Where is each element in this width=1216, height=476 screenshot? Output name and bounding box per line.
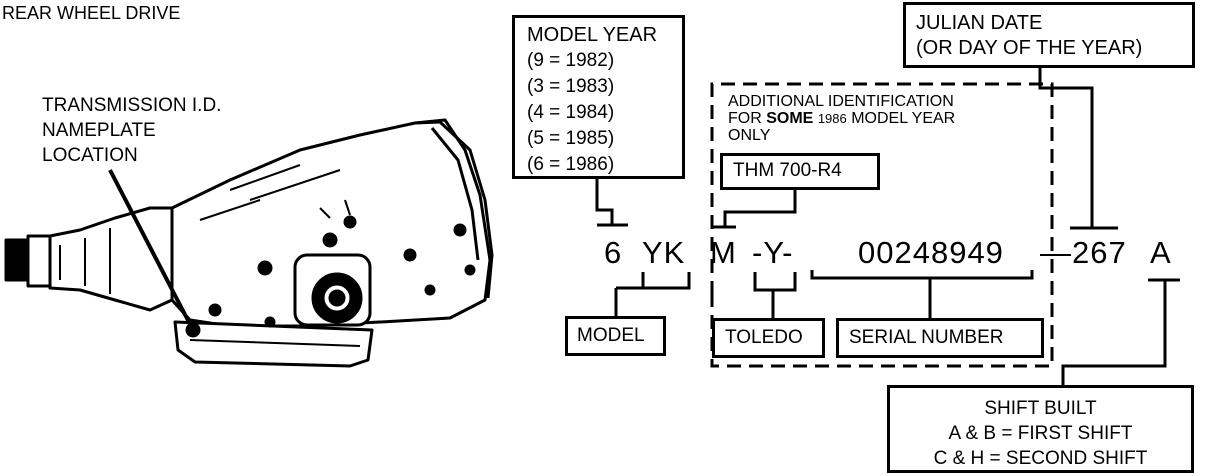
shift-built-box: SHIFT BUILT A & B = FIRST SHIFT C & H = … bbox=[887, 385, 1194, 473]
nameplate-label-line-3: LOCATION bbox=[42, 145, 138, 166]
serial-number-label: SERIAL NUMBER bbox=[849, 327, 1004, 348]
toledo-label: TOLEDO bbox=[725, 327, 803, 348]
transmission-illustration bbox=[4, 118, 494, 368]
toledo-box: TOLEDO bbox=[712, 318, 825, 358]
connector-lines bbox=[595, 68, 1180, 385]
code-julian: —267 bbox=[1040, 235, 1127, 270]
additional-id-note: ADDITIONAL IDENTIFICATION FOR SOME 1986 … bbox=[728, 93, 955, 144]
serial-number-box: SERIAL NUMBER bbox=[836, 318, 1044, 358]
code-plant: -Y- bbox=[752, 235, 794, 270]
additional-id-year: 1986 bbox=[817, 111, 847, 126]
thm-label: THM 700-R4 bbox=[733, 160, 842, 181]
additional-id-line-1: ADDITIONAL IDENTIFICATION bbox=[728, 93, 954, 110]
julian-date-line-1: JULIAN DATE bbox=[916, 12, 1043, 34]
additional-id-for: FOR bbox=[728, 110, 762, 127]
code-plant-letter: M bbox=[710, 235, 737, 270]
model-year-entry: (9 = 1982) bbox=[527, 50, 615, 71]
code-year-digit: 6 bbox=[604, 235, 623, 270]
code-serial: 00248949 bbox=[858, 235, 1004, 270]
shift-built-title: SHIFT BUILT bbox=[984, 398, 1097, 419]
model-label: MODEL bbox=[577, 325, 645, 346]
code-model: YK bbox=[642, 235, 686, 270]
additional-id-some: SOME bbox=[766, 110, 814, 127]
shift-built-line-2: C & H = SECOND SHIFT bbox=[933, 448, 1148, 469]
shift-built-line-1: A & B = FIRST SHIFT bbox=[948, 423, 1133, 444]
nameplate-label-line-1: TRANSMISSION I.D. bbox=[42, 95, 222, 116]
additional-id-line-2: FOR SOME 1986 MODEL YEAR bbox=[728, 110, 955, 127]
model-year-entry: (5 = 1985) bbox=[527, 128, 615, 149]
model-year-box: MODEL YEAR (9 = 1982) (3 = 1983) (4 = 19… bbox=[512, 15, 685, 179]
model-box: MODEL bbox=[565, 316, 666, 356]
julian-date-line-2: (OR DAY OF THE YEAR) bbox=[916, 37, 1143, 59]
model-year-entry: (6 = 1986) bbox=[527, 154, 615, 175]
additional-id-line-3: ONLY bbox=[728, 127, 771, 144]
model-year-entry: (3 = 1983) bbox=[527, 76, 615, 97]
additional-id-model-year: MODEL YEAR bbox=[851, 110, 956, 127]
julian-date-box: JULIAN DATE (OR DAY OF THE YEAR) bbox=[903, 2, 1195, 68]
model-year-title: MODEL YEAR bbox=[527, 24, 658, 46]
code-shift: A bbox=[1150, 235, 1172, 270]
diagram-heading: REAR WHEEL DRIVE bbox=[2, 3, 181, 23]
nameplate-location-label: TRANSMISSION I.D. NAMEPLATE LOCATION bbox=[42, 93, 221, 168]
thm-box: THM 700-R4 bbox=[720, 153, 880, 190]
model-year-entry: (4 = 1984) bbox=[527, 102, 615, 123]
nameplate-label-line-2: NAMEPLATE bbox=[42, 120, 156, 141]
